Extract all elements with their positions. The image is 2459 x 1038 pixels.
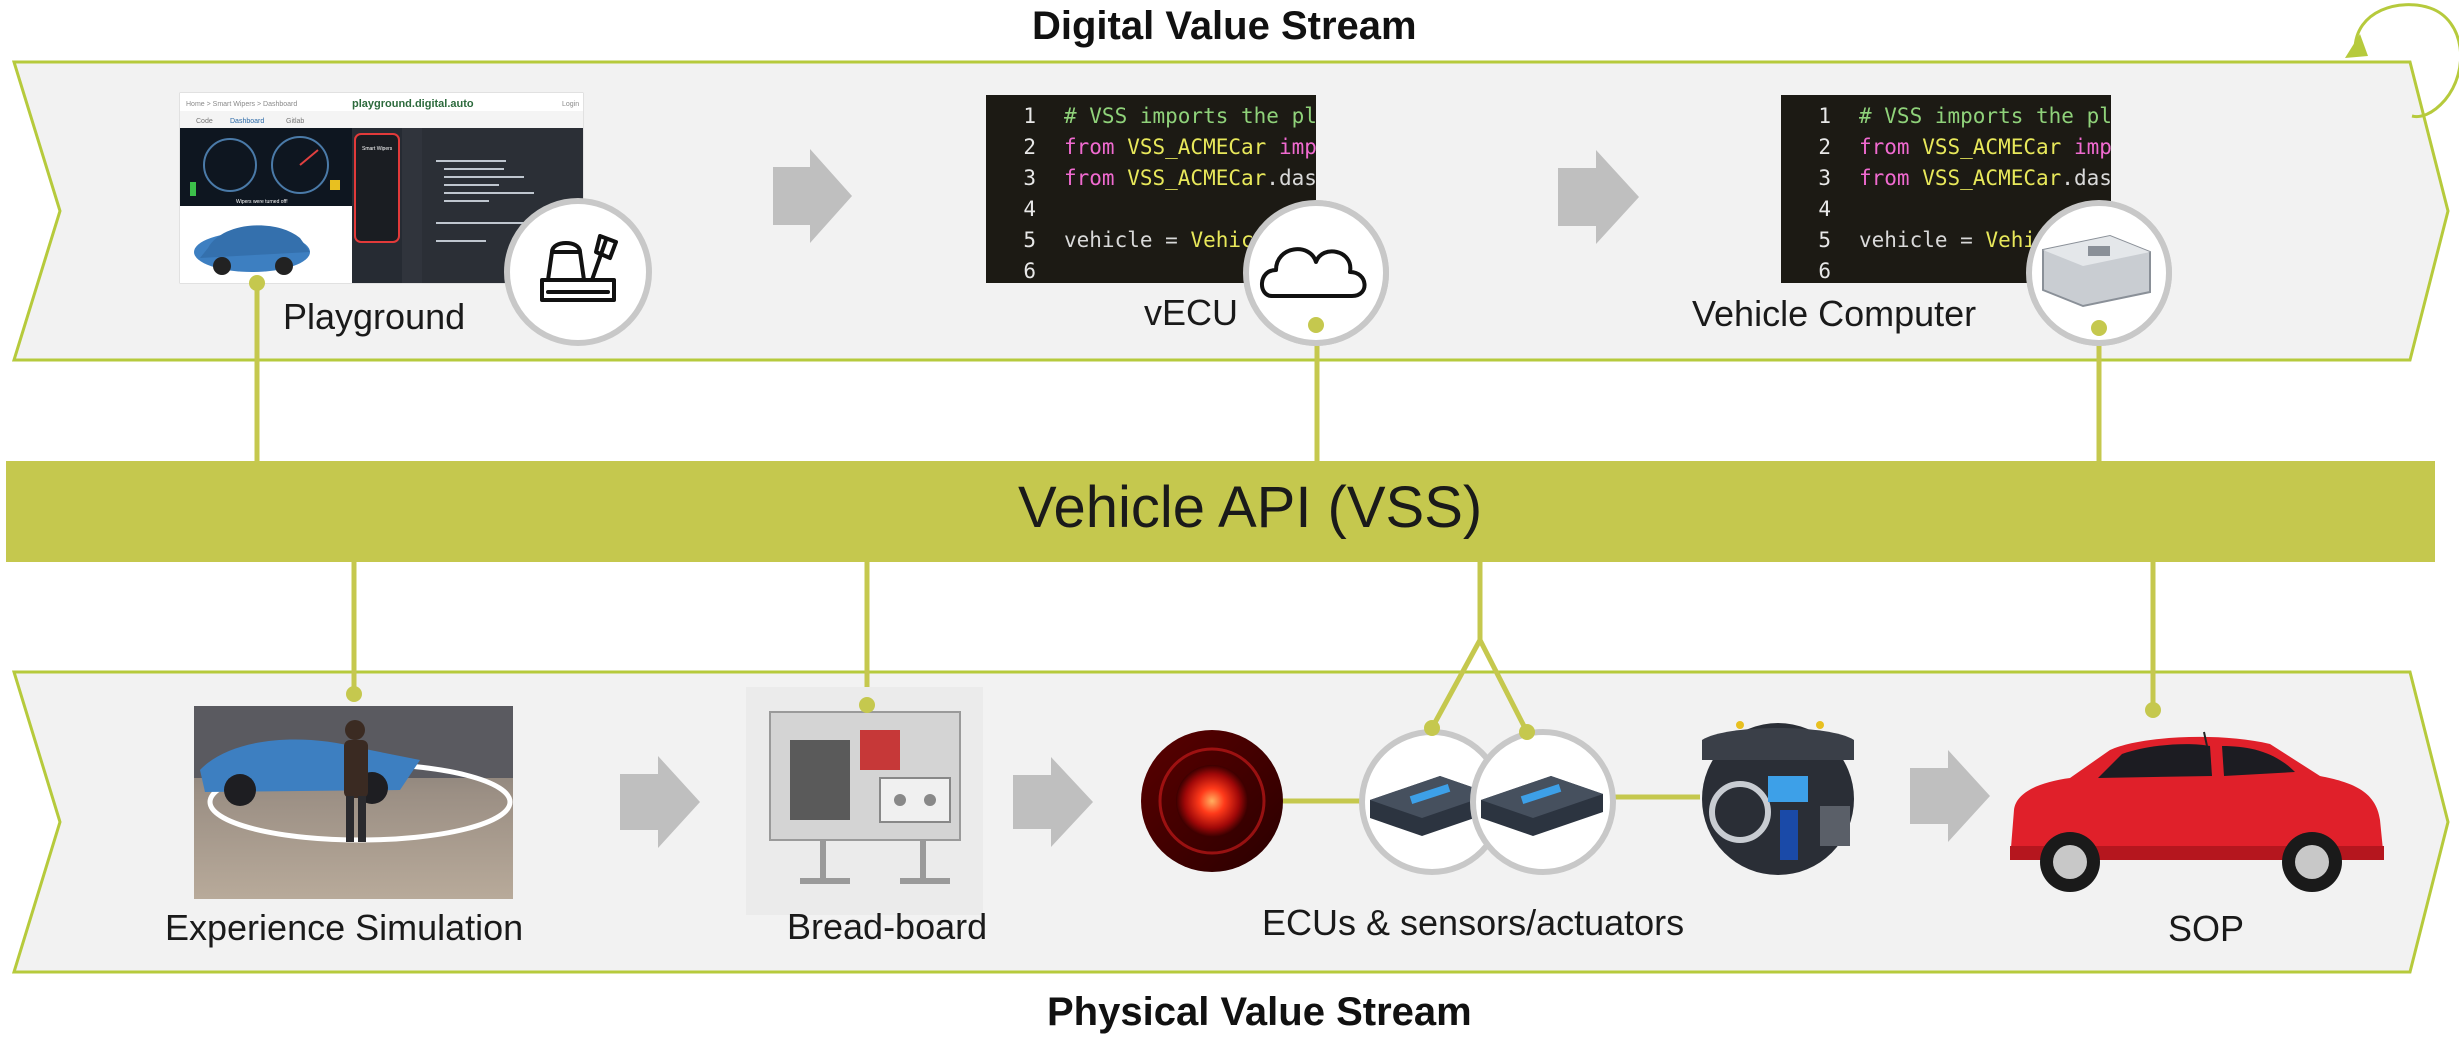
sop-car-image (2010, 702, 2384, 892)
sandbox-icon (504, 198, 652, 346)
connector-lines (254, 283, 2156, 804)
vehicle-api-label: Vehicle API (VSS) (1018, 475, 1483, 540)
bread-board-image (746, 687, 983, 915)
ecu-image-1 (1359, 720, 1505, 875)
sop-label: SOP (2168, 908, 2245, 949)
svg-text:Gitlab: Gitlab (286, 118, 304, 125)
playground-label: Playground (283, 296, 466, 337)
tail-light-image (1141, 730, 1283, 872)
playground-dot (249, 275, 265, 291)
ecus-label: ECUs & sensors/actuators (1262, 902, 1685, 943)
vehicle-computer-label: Vehicle Computer (1692, 293, 1977, 334)
vehicle-api-bar (6, 461, 2435, 562)
svg-text:Login: Login (562, 101, 579, 108)
playground-url: playground.digital.auto (352, 98, 474, 110)
process-arrow-icon (620, 149, 1990, 848)
vecu-label: vECU (1144, 292, 1239, 333)
loop-arrow-icon (2345, 3, 2459, 119)
ecu-image-2 (1470, 724, 1616, 875)
experience-simulation-image (194, 686, 513, 899)
svg-text:Wipers were turned off!: Wipers were turned off! (236, 199, 288, 205)
digital-stream-title: Digital Value Stream (1032, 4, 1417, 48)
physical-stream-title: Physical Value Stream (1047, 990, 1472, 1034)
svg-text:Code: Code (196, 118, 213, 125)
svg-text:Smart Wipers: Smart Wipers (362, 146, 393, 152)
experience-simulation-label: Experience Simulation (165, 907, 524, 948)
bread-board-label: Bread-board (787, 906, 988, 947)
cockpit-image (1702, 721, 1854, 875)
svg-text:Home > Smart Wipers > Dashboar: Home > Smart Wipers > Dashboard (186, 101, 297, 108)
svg-text:Dashboard: Dashboard (230, 118, 264, 125)
